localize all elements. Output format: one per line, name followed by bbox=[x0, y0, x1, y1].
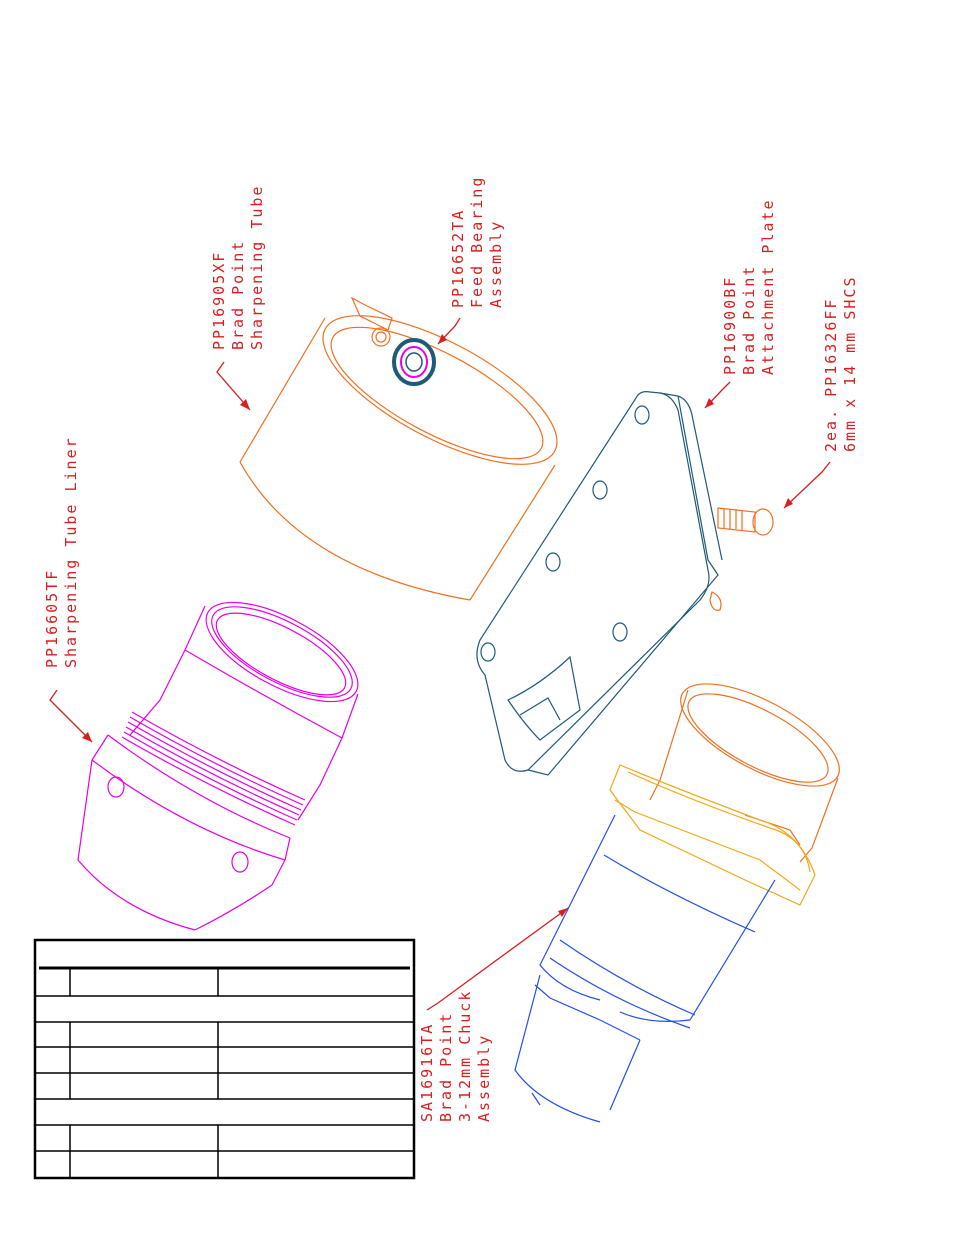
liner-hole-left bbox=[107, 776, 125, 798]
callout-bearing-line3: Assembly bbox=[487, 220, 505, 308]
callout-chuck-line3: 3-12mm Chuck bbox=[456, 990, 474, 1122]
callout-chuck-line1: SA16916TA bbox=[418, 1023, 436, 1122]
callout-screws-line2: 6mm x 14 mm SHCS bbox=[841, 276, 859, 453]
attachment-plate-part bbox=[476, 391, 723, 776]
callout-plate-line2: Brad Point bbox=[740, 265, 758, 375]
callout-plate: PP16900BF Brad Point Attachment Plate bbox=[704, 199, 777, 409]
callout-chuck-line4: Assembly bbox=[475, 1034, 493, 1122]
callout-tube: PP16905XF Brad Point Sharpening Tube bbox=[210, 185, 266, 411]
svg-text:2ea. PP16326FF 6mm x 14: 2ea. PP16326FF 6mm x 14 mm SHCS bbox=[822, 276, 859, 453]
liner-threads bbox=[121, 711, 306, 826]
chuck-assembly-part bbox=[514, 683, 840, 1123]
callout-plate-line3: Attachment Plate bbox=[759, 199, 777, 376]
callout-tube-line2: Brad Point bbox=[229, 240, 247, 350]
feed-bearing-part bbox=[392, 338, 436, 386]
svg-text:PP16652TA Feed Bearing: PP16652TA Feed Bearing Assembly bbox=[449, 165, 505, 308]
callout-tube-line3: Sharpening Tube bbox=[248, 185, 266, 350]
callout-liner-line1: PP16605TF bbox=[43, 569, 61, 668]
callout-liner: PP16605TF Sharpening Tube Liner bbox=[43, 436, 93, 743]
sharpening-tube-part bbox=[239, 296, 558, 601]
callout-bearing-line2: Feed Bearing bbox=[468, 176, 486, 308]
svg-text:PP16900BF Brad Point: PP16900BF Brad Point Attachment Plate bbox=[721, 199, 777, 376]
callout-bearing: PP16652TA Feed Bearing Assembly bbox=[437, 165, 505, 345]
callout-plate-line1: PP16900BF bbox=[721, 276, 739, 375]
callout-tube-line1: PP16905XF bbox=[210, 251, 228, 350]
callout-chuck-line2: Brad Point bbox=[437, 1012, 455, 1122]
sharpening-tube-liner-part bbox=[77, 601, 359, 931]
callout-screws-line1: 2ea. PP16326FF bbox=[822, 298, 840, 452]
callout-liner-line2: Sharpening Tube Liner bbox=[62, 436, 80, 668]
svg-text:PP16905XF Brad Point: PP16905XF Brad Point Sharpening Tube bbox=[210, 185, 266, 350]
callout-bearing-line1: PP16652TA bbox=[449, 209, 467, 308]
shcs-screws-part bbox=[709, 507, 774, 611]
callout-chuck: SA16916TA Brad Point 3-12mm Chuck Assemb… bbox=[418, 907, 569, 1122]
svg-text:PP16605TF Sharpening Tub: PP16605TF Sharpening Tube Liner bbox=[43, 436, 80, 668]
svg-text:SA16916TA Brad Point: SA16916TA Brad Point 3-12mm Chuck Assemb… bbox=[418, 979, 493, 1122]
parts-list-table bbox=[33, 938, 416, 1180]
callout-screws: 2ea. PP16326FF 6mm x 14 mm SHCS bbox=[783, 276, 859, 509]
liner-hole-right bbox=[231, 851, 249, 873]
